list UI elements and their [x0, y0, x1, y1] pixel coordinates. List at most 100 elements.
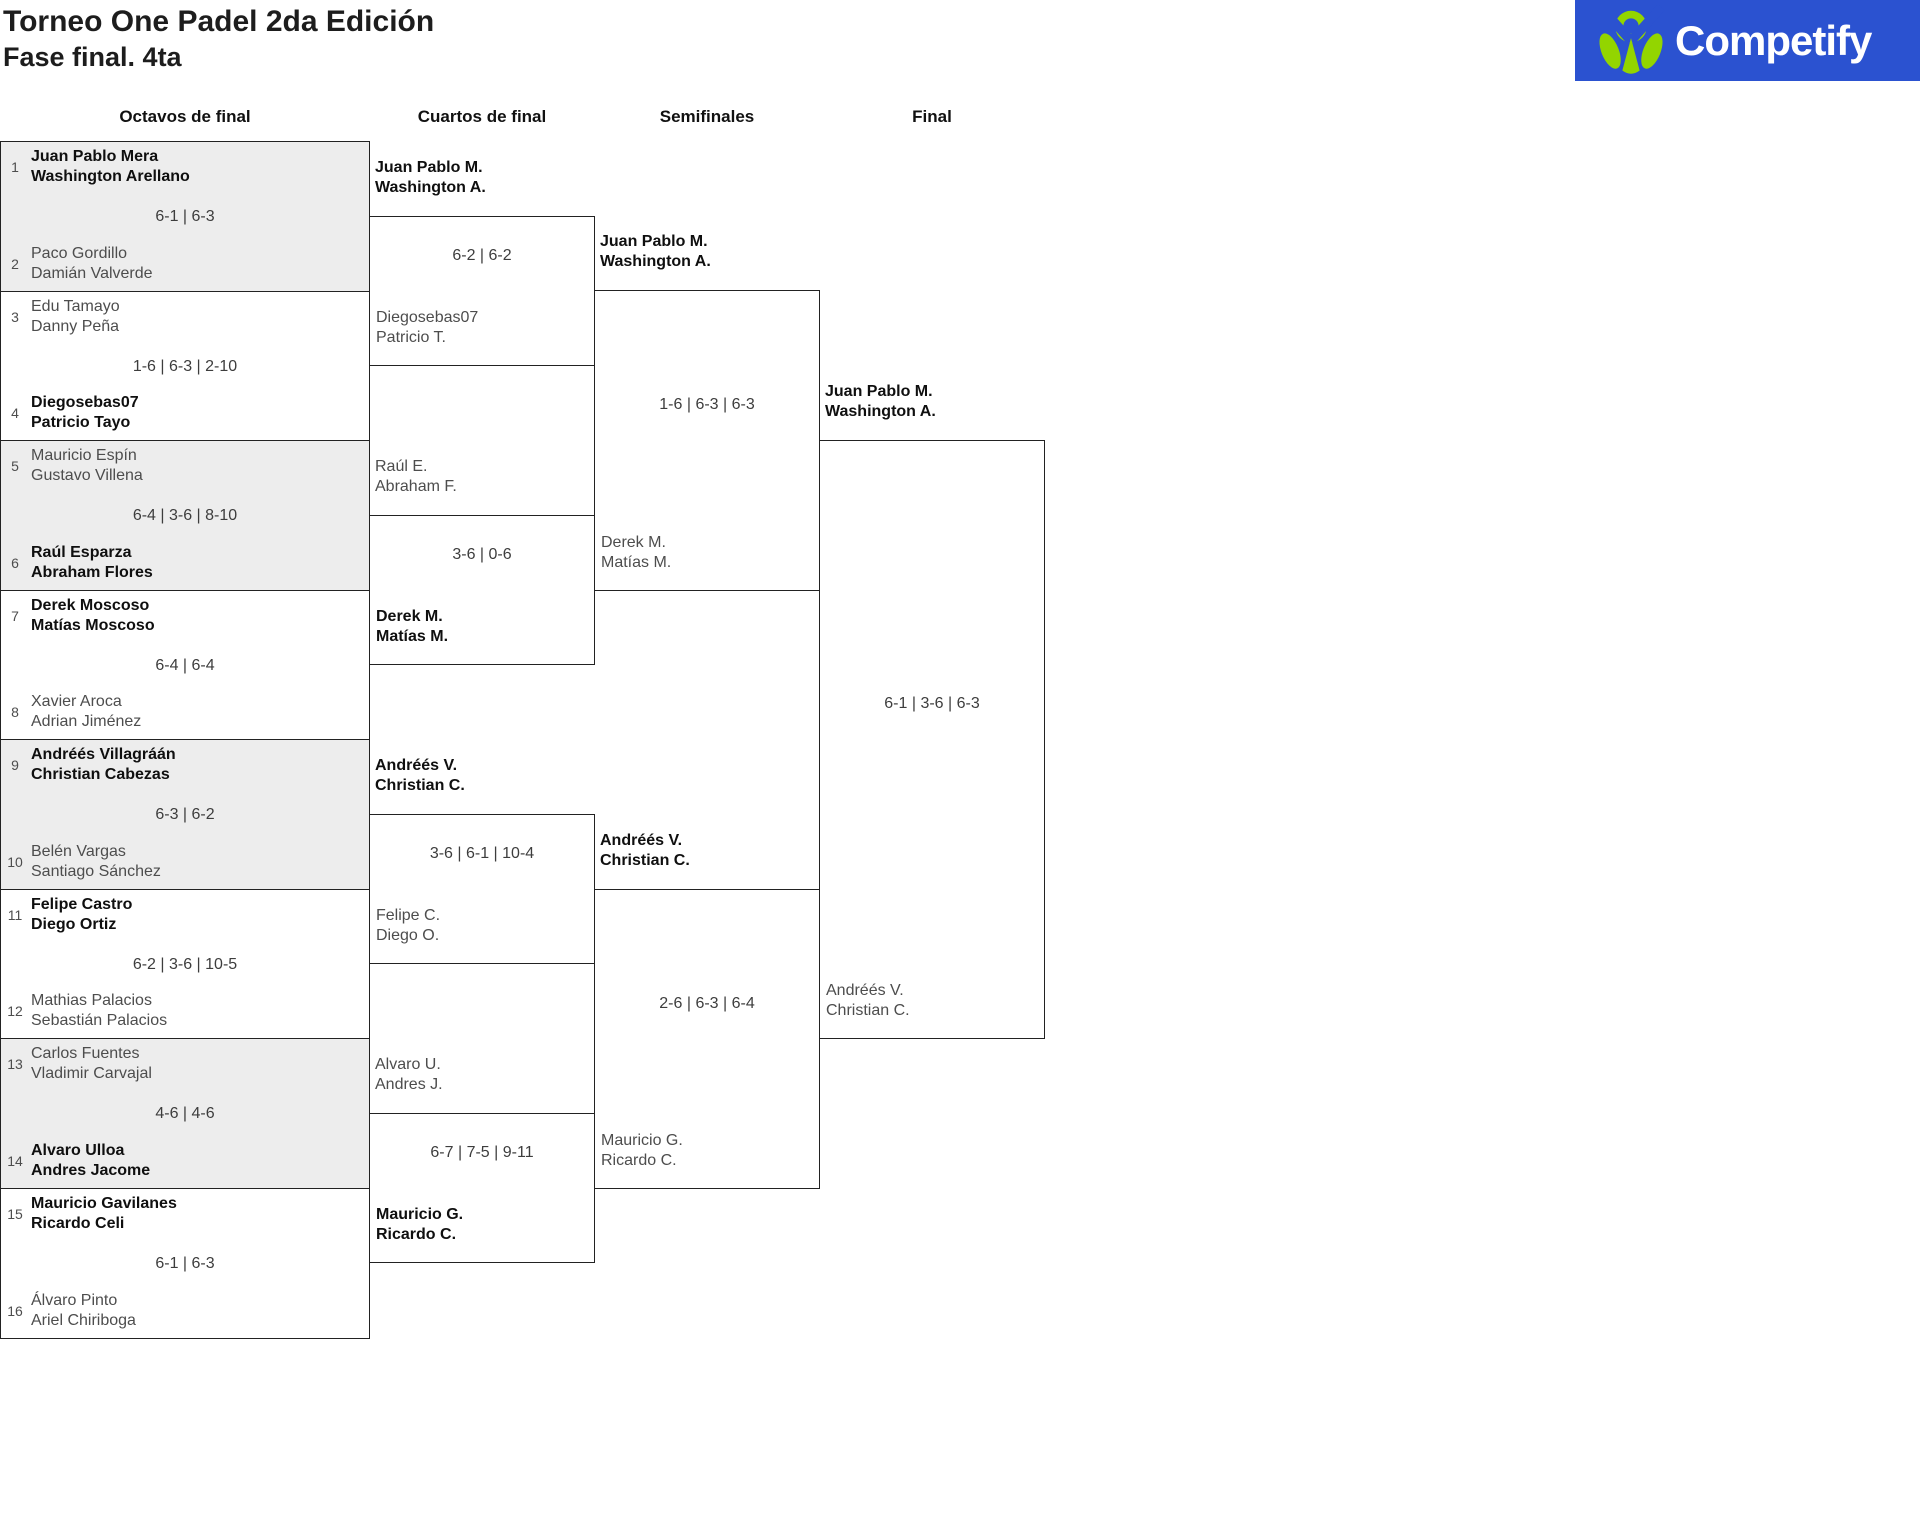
seed-number: 16: [7, 1303, 23, 1319]
seed-number: 9: [11, 757, 19, 773]
round-header-cuartos: Cuartos de final: [417, 107, 547, 126]
seed-number: 2: [11, 256, 19, 272]
team-name: Derek M.Matías M.: [601, 534, 672, 571]
match-score: 6-4 | 3-6 | 8-10: [132, 507, 238, 524]
match-score: 6-4 | 6-4: [155, 657, 215, 674]
team-name: Andréés V.Christian C.: [600, 832, 690, 869]
team-name: Mauricio G.Ricardo C.: [376, 1206, 464, 1243]
team-name: Mauricio G.Ricardo C.: [601, 1132, 683, 1169]
team-name: Juan Pablo M.Washington A.: [600, 233, 711, 270]
seed-number: 7: [11, 608, 19, 624]
team-name: Juan Pablo M.Washington A.: [375, 159, 486, 196]
team-name: Andréés V.Christian C.: [375, 757, 465, 794]
match-score: 6-2 | 6-2: [452, 247, 512, 264]
match-score: 6-3 | 6-2: [155, 806, 215, 823]
team-name: Andréés V.Christian C.: [826, 982, 910, 1019]
match-score: 3-6 | 6-1 | 10-4: [429, 845, 535, 862]
competify-logo[interactable]: Competify: [1575, 0, 1920, 81]
seed-number: 5: [11, 458, 19, 474]
match-score: 6-7 | 7-5 | 9-11: [430, 1144, 534, 1161]
seed-number: 11: [7, 907, 23, 923]
team-name: Felipe C.Diego O.: [376, 907, 441, 944]
match-box-cuartos-2[interactable]: 3-6 | 0-6 Derek M.Matías M.: [369, 515, 595, 665]
match-box-semifinal-2[interactable]: 2-6 | 6-3 | 6-4 Mauricio G.Ricardo C.: [594, 889, 820, 1189]
page-title: Torneo One Padel 2da Edición: [3, 5, 435, 38]
round-header-octavos: Octavos de final: [119, 107, 251, 126]
match-score: 6-1 | 6-3: [155, 1255, 215, 1272]
match-score: 6-1 | 6-3: [155, 208, 215, 225]
match-score: 3-6 | 0-6: [452, 546, 512, 563]
seed-number: 14: [7, 1153, 23, 1169]
team-name: Derek M.Matías M.: [376, 608, 449, 645]
seed-number: 6: [11, 555, 19, 571]
seed-number: 13: [7, 1056, 23, 1072]
match-box-cuartos-3[interactable]: 3-6 | 6-1 | 10-4 Felipe C.Diego O.: [369, 814, 595, 964]
competify-logo-text: Competify: [1675, 16, 1872, 64]
seed-number: 8: [11, 704, 19, 720]
seed-number: 1: [11, 159, 19, 175]
team-name: Juan Pablo M.Washington A.: [825, 383, 936, 420]
match-score: 1-6 | 6-3 | 2-10: [132, 358, 238, 375]
seed-number: 12: [7, 1003, 23, 1019]
seed-number: 4: [11, 405, 19, 421]
team-name: Alvaro U.Andres J.: [375, 1056, 443, 1093]
seed-number: 3: [11, 309, 19, 325]
match-box-cuartos-4[interactable]: 6-7 | 7-5 | 9-11 Mauricio G.Ricardo C.: [369, 1113, 595, 1263]
seed-number: 10: [7, 854, 23, 870]
match-score: 2-6 | 6-3 | 6-4: [659, 995, 755, 1012]
team-name: Raúl E.Abraham F.: [375, 458, 457, 495]
seed-number: 15: [7, 1206, 23, 1222]
page-header: Torneo One Padel 2da Edición Fase final.…: [3, 4, 434, 74]
match-box-semifinal-1[interactable]: 1-6 | 6-3 | 6-3 Derek M.Matías M.: [594, 290, 820, 591]
match-score: 6-2 | 3-6 | 10-5: [132, 956, 238, 973]
match-box-final[interactable]: 6-1 | 3-6 | 6-3 Andréés V.Christian C.: [819, 440, 1045, 1039]
match-score: 1-6 | 6-3 | 6-3: [659, 396, 755, 413]
page-subtitle: Fase final. 4ta: [3, 42, 182, 72]
round-header-final: Final: [912, 107, 952, 126]
match-score: 6-1 | 3-6 | 6-3: [884, 695, 980, 712]
